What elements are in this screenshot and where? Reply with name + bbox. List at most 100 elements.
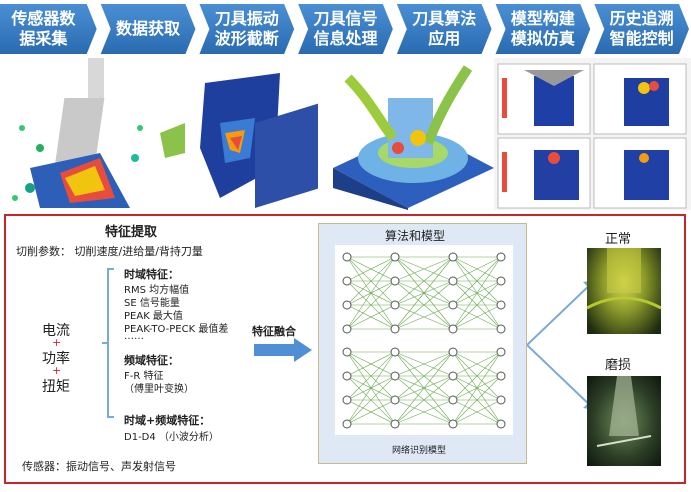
nn-link [346, 351, 396, 377]
sim-image-vibration [160, 58, 318, 210]
signal-power: 功率 [42, 351, 70, 367]
nn-link [394, 351, 454, 425]
nn-link [394, 256, 454, 282]
nn-node [390, 371, 400, 381]
nn-link [452, 351, 502, 401]
signal-torque: 扭矩 [42, 379, 70, 395]
fusion-label: 特征融合 [252, 325, 296, 338]
tf-item-1: D1-D4 （小波分析） [124, 432, 219, 443]
nn-link [346, 351, 396, 401]
nn-link [452, 351, 502, 377]
worn-image [587, 376, 661, 466]
sim-image-sensor [0, 58, 160, 210]
freq-item-2: （傅里叶变换） [124, 384, 194, 395]
step-chevron [594, 4, 689, 54]
cut-params: 切削参数： 切削速度/进给量/背持刀量 [16, 245, 203, 258]
step-chevron [199, 4, 295, 54]
step-label: 模型构建 模拟仿真 [510, 9, 575, 48]
signal-current: 电流 [42, 323, 70, 339]
nn-node [448, 347, 458, 357]
nn-link [452, 256, 502, 282]
nn-link [394, 351, 454, 401]
nn-node [496, 300, 506, 310]
result-worn-label: 磨损 [605, 358, 632, 373]
nn-node [448, 276, 458, 286]
step-label: 历史追溯 智能控制 [609, 9, 674, 48]
result-normal-label: 正常 [605, 232, 632, 247]
model-title: 算法和模型 [385, 229, 446, 243]
nn-link [346, 304, 396, 330]
nn-node [496, 371, 506, 381]
nn-node [390, 419, 400, 429]
sim-image-model [494, 58, 691, 210]
nn-link [394, 280, 454, 330]
feature-title: 特征提取 [105, 225, 158, 240]
time-title: 时域特征： [124, 268, 179, 281]
nn-link [394, 256, 454, 330]
nn-link [346, 375, 396, 425]
nn-link [346, 351, 396, 425]
nn-node [390, 252, 400, 262]
time-item-4: PEAK-TO-PECK 最值差 [124, 324, 229, 335]
plus-1: + [52, 336, 62, 349]
tf-title: 时域+频域特征： [124, 414, 211, 427]
nn-node [342, 395, 352, 405]
nn-node [448, 371, 458, 381]
time-item-5: …… [124, 331, 144, 342]
nn-link [452, 256, 502, 330]
nn-node [496, 395, 506, 405]
nn-link [346, 256, 396, 282]
freq-item-1: F-R 特征 [124, 371, 164, 382]
nn-link [346, 280, 396, 330]
step-label: 刀具信号 信息处理 [313, 9, 378, 48]
sensor-line: 传感器：振动信号、声发射信号 [22, 460, 176, 473]
nn-node [496, 347, 506, 357]
model-caption: 网络识别模型 [392, 446, 447, 456]
time-item-3: PEAK 最大值 [124, 311, 183, 322]
nn-link [452, 256, 502, 306]
bracket [102, 268, 114, 418]
nn-node [342, 371, 352, 381]
nn-node [390, 395, 400, 405]
nn-link [452, 399, 502, 425]
nn-node [342, 324, 352, 334]
nn-link [452, 375, 502, 425]
step-chevron [495, 4, 591, 54]
nn-node [448, 419, 458, 429]
step-label: 刀具算法 应用 [412, 9, 477, 48]
plus-2: + [52, 364, 62, 377]
nn-link [346, 256, 396, 330]
sim-image-signal [318, 58, 494, 210]
process-steps-bar [0, 4, 689, 54]
nn-node [342, 276, 352, 286]
nn-link [394, 351, 454, 377]
fusion-arrow [254, 338, 312, 362]
nn-link [346, 399, 396, 425]
step-label: 传感器数 据采集 [11, 9, 76, 48]
nn-node [448, 324, 458, 334]
nn-link [394, 256, 454, 306]
nn-node [390, 276, 400, 286]
nn-node [342, 252, 352, 262]
nn-node [448, 252, 458, 262]
nn-link [452, 280, 502, 330]
step-label: 数据获取 [116, 19, 181, 38]
step-chevron [100, 4, 196, 54]
network-diagram-1 [335, 245, 513, 340]
network-diagram-2 [335, 340, 513, 435]
nn-link [346, 256, 396, 306]
nn-node [496, 276, 506, 286]
nn-node [390, 347, 400, 357]
nn-node [496, 324, 506, 334]
time-item-1: RMS 均方幅值 [124, 285, 190, 296]
nn-node [448, 300, 458, 310]
step-chevron [396, 4, 492, 54]
nn-node [342, 419, 352, 429]
nn-node [496, 419, 506, 429]
normal-image [587, 248, 661, 334]
step-label: 刀具振动 波形截断 [214, 9, 279, 48]
time-item-2: SE 信号能量 [124, 298, 180, 309]
step-chevron [0, 4, 97, 54]
nn-link [452, 304, 502, 330]
feature-panel [4, 214, 686, 484]
